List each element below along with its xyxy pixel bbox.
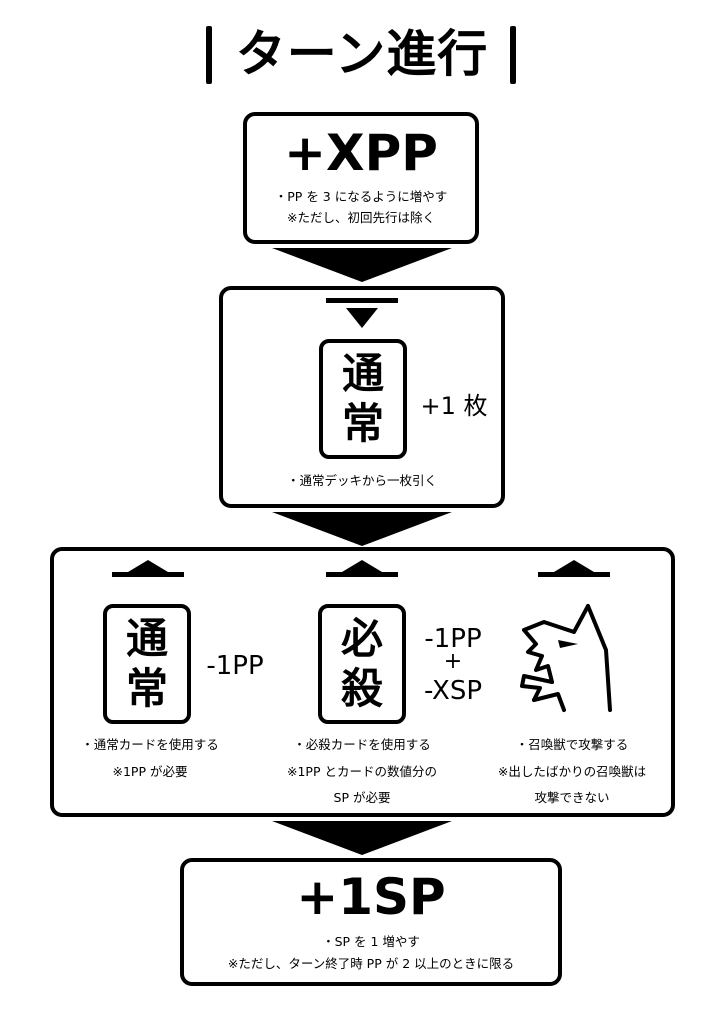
normal-note-2: ※1PP が必要 xyxy=(112,764,188,779)
step-xpp-heading: +XPP xyxy=(284,124,438,182)
step-draw-note: ・通常デッキから一枚引く xyxy=(286,473,437,488)
normal-note-1: ・通常カードを使用する xyxy=(81,737,219,752)
arrow-down-icon xyxy=(326,298,398,328)
step-xpp-note-1: ・PP を 3 になるように増やす xyxy=(274,189,448,204)
step-sp-note-1: ・SP を 1 増やす xyxy=(322,934,420,949)
summon-note-2: ※出したばかりの召喚獣は xyxy=(497,764,647,779)
special-note-2: ※1PP とカードの数値分の xyxy=(287,764,437,779)
summon-note-3: 攻撃できない xyxy=(534,790,610,805)
card-char: 殺 xyxy=(340,664,383,713)
special-cost-pp: -1PP xyxy=(424,624,482,654)
arrow-up-icon xyxy=(326,560,398,577)
step-draw-box xyxy=(219,286,505,508)
card-normal: 通 常 xyxy=(319,339,407,459)
card-char: 通 xyxy=(125,614,168,663)
card-char: 常 xyxy=(125,664,168,713)
special-cost-sp: -XSP xyxy=(423,676,483,706)
step-xpp-note-2: ※ただし、初回先行は除く xyxy=(287,210,435,225)
arrow-down-icon xyxy=(272,821,452,855)
monster-icon xyxy=(520,604,612,712)
card-char: 通 xyxy=(341,349,384,398)
special-note-1: ・必殺カードを使用する xyxy=(293,737,431,752)
special-cost-plus: + xyxy=(443,649,463,674)
card-normal: 通 常 xyxy=(103,604,191,724)
draw-count-label: +1 枚 xyxy=(420,392,488,420)
arrow-down-icon xyxy=(272,512,452,546)
arrow-up-icon xyxy=(538,560,610,577)
summon-note-1: ・召喚獣で攻撃する xyxy=(515,737,629,752)
page-title: ターン進行 xyxy=(235,25,489,83)
step-xpp-box xyxy=(243,112,479,244)
title-bar-left xyxy=(206,26,212,84)
arrow-down-icon xyxy=(272,248,452,282)
card-special: 必 殺 xyxy=(318,604,406,724)
card-char: 必 xyxy=(340,614,383,663)
step-sp-note-2: ※ただし、ターン終了時 PP が 2 以上のときに限る xyxy=(227,956,515,971)
title-bar-right xyxy=(510,26,516,84)
normal-cost: -1PP xyxy=(206,651,264,681)
step-sp-heading: +1SP xyxy=(296,868,446,926)
step-sp-box xyxy=(180,858,562,986)
special-note-3: SP が必要 xyxy=(333,790,391,805)
card-char: 常 xyxy=(341,399,384,448)
arrow-up-icon xyxy=(112,560,184,577)
